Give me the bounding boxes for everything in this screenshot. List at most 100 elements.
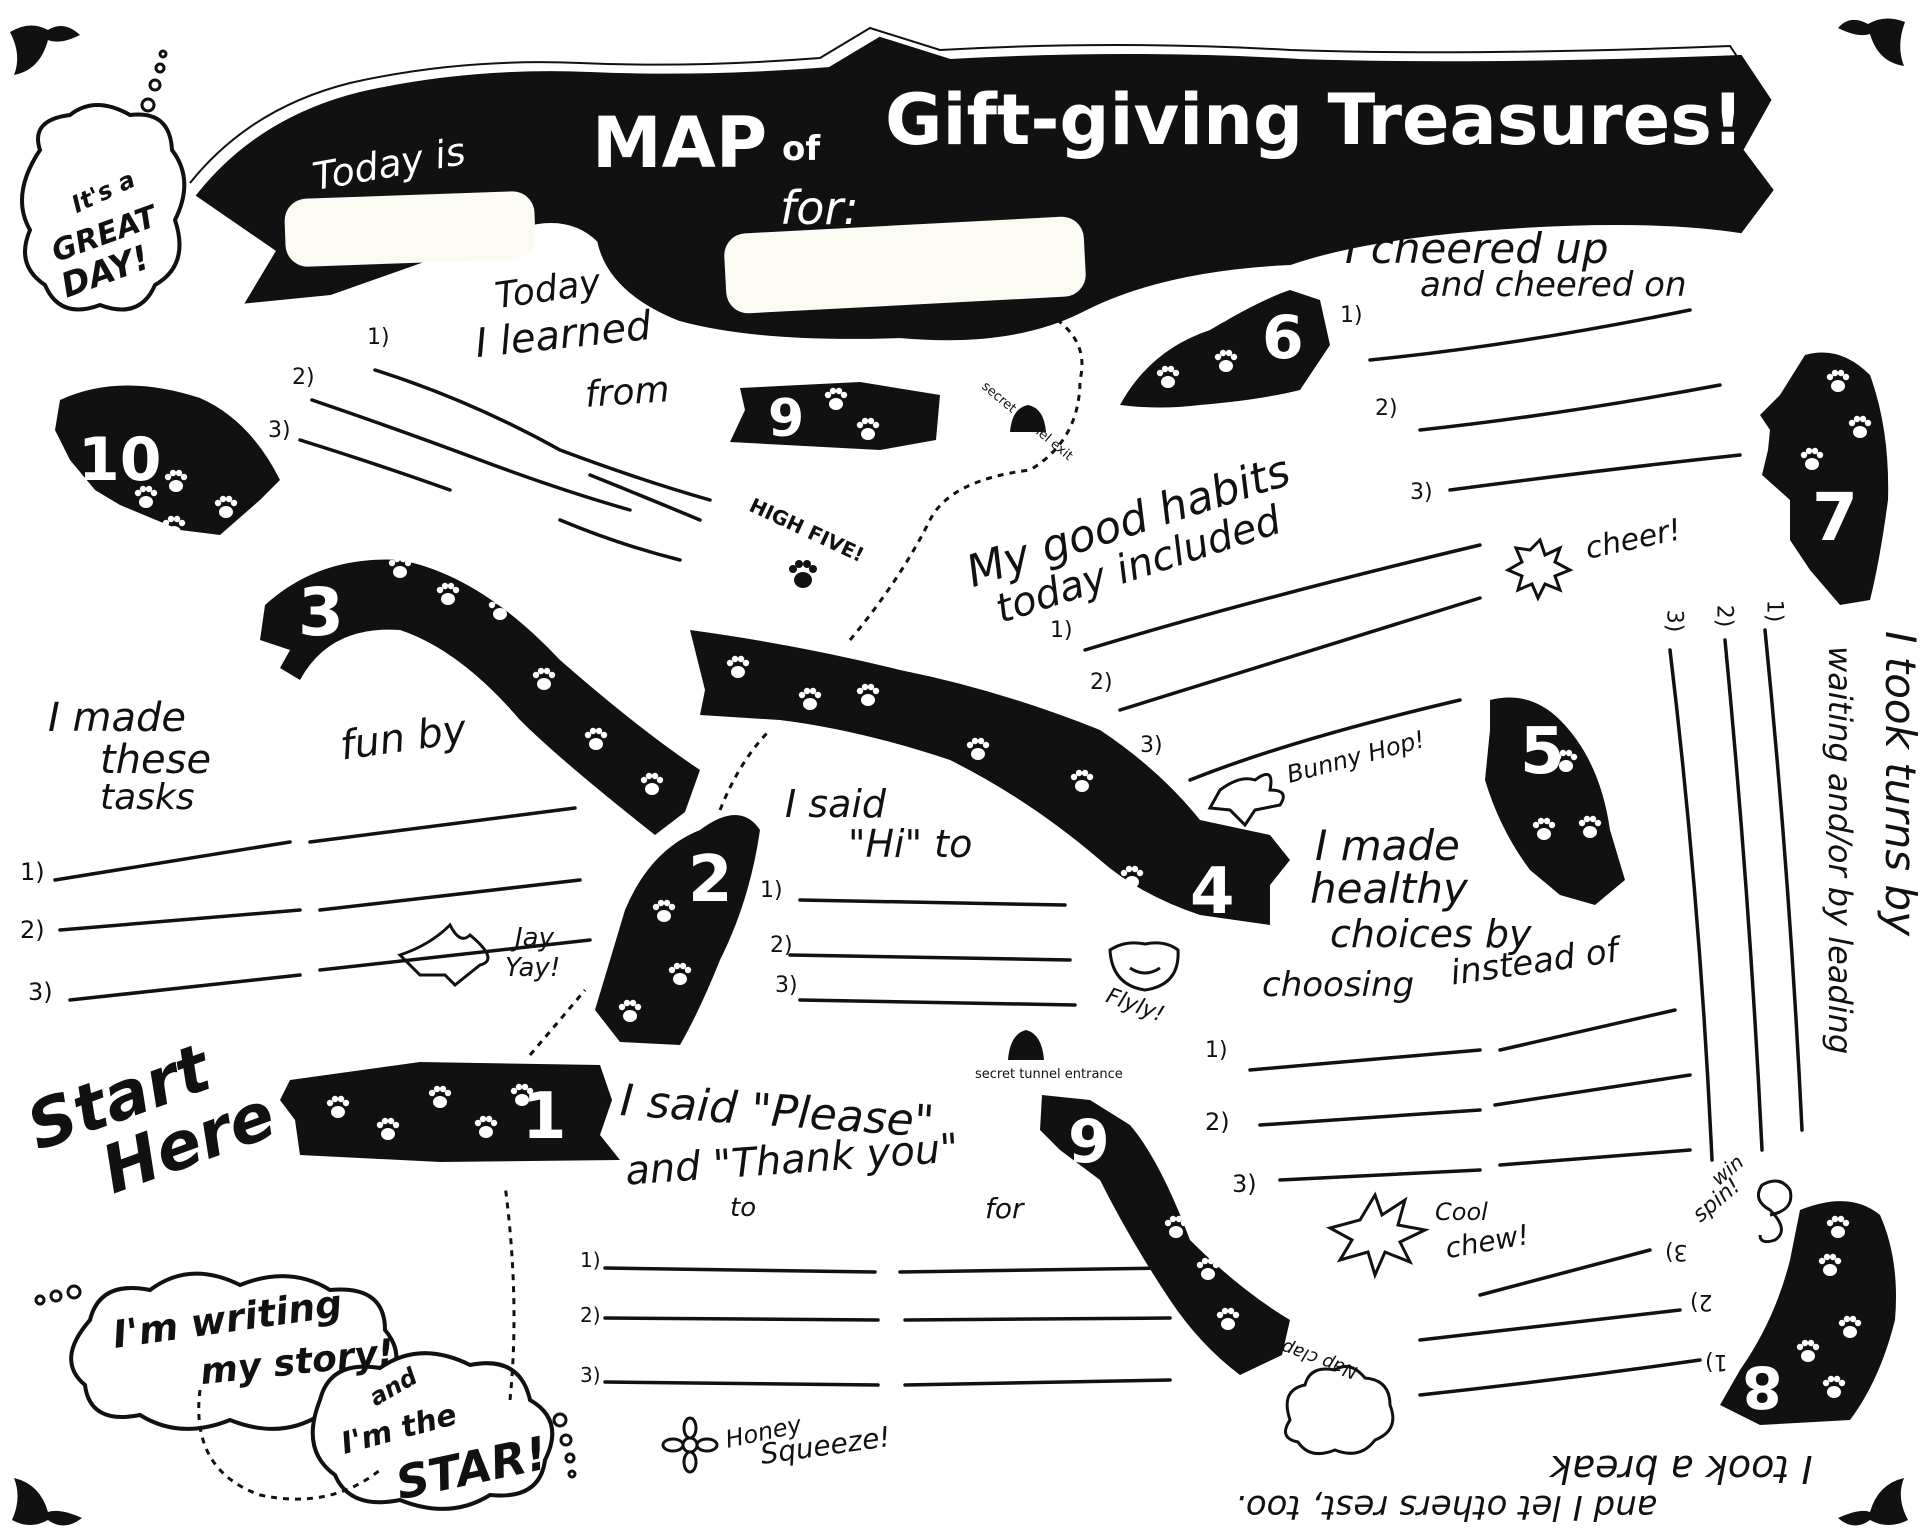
jay-label-1: Jay (515, 923, 554, 953)
cool-chew-burst-icon (1325, 1191, 1430, 1280)
patch-number-4: 4 (1190, 855, 1235, 929)
said-hi-line-1: I said (785, 782, 887, 826)
please-to-label: to (730, 1193, 757, 1223)
break-line-2: and I let others rest, too. (1235, 1487, 1658, 1527)
flyly-face-icon (1108, 941, 1180, 992)
thought-dots-right (552, 1412, 577, 1479)
cheered-line-1: I cheered up (1345, 224, 1609, 273)
tasks-line-2: these (100, 737, 212, 783)
num-habits-2: 2) (1090, 670, 1113, 695)
for-label: for: (780, 181, 859, 235)
healthy-line-1: I made (1315, 821, 1460, 870)
num-cheered-3: 3) (1410, 480, 1433, 505)
highfive-paw-icon (789, 560, 817, 588)
num-learned-3: 3) (268, 418, 291, 443)
num-cheered-1: 1) (1340, 303, 1363, 328)
healthy-line-2: healthy (1310, 864, 1468, 913)
jay-label-2: Yay! (505, 953, 561, 983)
corner-ornament-top-left (10, 25, 80, 75)
tunnel-entrance-icon (1008, 1030, 1044, 1060)
break-line-1: I took a break (1550, 1447, 1813, 1491)
banner-title-map: MAP (592, 102, 768, 184)
jay-bird-icon (397, 922, 490, 988)
path-trail (197, 313, 1084, 1501)
banner-title-rest: Gift-giving Treasures! (885, 79, 1744, 161)
num-tasks-1: 1) (20, 858, 45, 886)
patch-3 (260, 555, 700, 835)
num-tasks-3: 3) (28, 978, 53, 1006)
cheer-starburst-icon (1504, 537, 1574, 602)
num-turns-1: 1) (1761, 599, 1787, 623)
patch-2 (595, 815, 760, 1045)
patch-4 (690, 630, 1290, 925)
num-hi-1: 1) (760, 878, 783, 903)
num-break-3: 3) (1665, 1239, 1688, 1264)
patch-number-10: 10 (78, 425, 162, 495)
patch-8 (1720, 1201, 1896, 1425)
patch-10 (55, 385, 280, 538)
num-please-1: 1) (580, 1248, 601, 1272)
bunny-icon (1207, 772, 1285, 828)
patch-1 (280, 1062, 620, 1162)
patch-number-5: 5 (1520, 715, 1565, 789)
patch-number-1: 1 (522, 1080, 567, 1154)
patch-7 (1760, 352, 1889, 605)
banner-title-of: of (782, 129, 821, 169)
num-turns-3: 3) (1661, 609, 1687, 633)
num-habits-3: 3) (1140, 733, 1163, 758)
num-hi-3: 3) (775, 973, 798, 998)
patch-9-upper (730, 382, 940, 450)
num-break-1: 1) (1705, 1349, 1728, 1374)
corner-ornament-top-right (1838, 18, 1905, 67)
num-learned-2: 2) (292, 365, 315, 390)
num-hi-2: 2) (770, 933, 793, 958)
writing-lines (53, 308, 1804, 1397)
tasks-line-3: tasks (100, 777, 195, 818)
num-tasks-2: 2) (20, 916, 45, 944)
patch-number-8: 8 (1742, 1353, 1783, 1421)
tunnel-exit-icon (1010, 405, 1046, 432)
patch-5 (1485, 697, 1625, 905)
patch-number-6: 6 (1262, 303, 1304, 373)
cheered-line-2: and cheered on (1420, 265, 1687, 305)
please-for-label: for (985, 1192, 1024, 1225)
title-banner (189, 26, 1774, 341)
num-habits-1: 1) (1050, 618, 1073, 643)
num-healthy-3: 3) (1232, 1170, 1257, 1198)
tunnel-entrance-label: secret tunnel entrance (975, 1067, 1123, 1082)
patch-number-7: 7 (1812, 479, 1858, 556)
learned-line-3: from (583, 369, 671, 416)
num-cheered-2: 2) (1375, 396, 1398, 421)
patch-number-9-lower: 9 (1068, 1107, 1110, 1177)
said-hi-line-2: "Hi" to (848, 822, 973, 866)
great-day-bubble (20, 103, 187, 312)
num-learned-1: 1) (367, 325, 390, 350)
patch-6 (1120, 290, 1330, 408)
nap-clap-cloud-icon (1284, 1364, 1395, 1456)
patch-number-9-upper: 9 (768, 389, 805, 449)
patch-number-2: 2 (688, 843, 733, 917)
patch-number-3: 3 (298, 574, 344, 651)
num-healthy-2: 2) (1205, 1108, 1230, 1136)
num-healthy-1: 1) (1205, 1038, 1228, 1063)
coolchew-label-1: Cool (1435, 1198, 1488, 1226)
num-break-2: 2) (1690, 1289, 1713, 1314)
corner-ornament-bottom-right (1838, 1478, 1908, 1526)
turns-line-2: waiting and/or by leading (1821, 646, 1859, 1055)
today-date-field[interactable] (283, 190, 537, 268)
patch-9-lower (1040, 1095, 1290, 1375)
num-please-3: 3) (580, 1363, 601, 1387)
healthy-line-4: choosing (1262, 965, 1415, 1005)
num-please-2: 2) (580, 1303, 601, 1327)
corner-ornament-bottom-left (12, 1478, 82, 1526)
num-turns-2: 2) (1711, 604, 1737, 628)
tasks-line-1: I made (48, 695, 186, 741)
healthy-line-3: choices by (1330, 912, 1532, 956)
win-spin-swirl-icon (1756, 1179, 1793, 1244)
thought-dots-left (34, 1284, 82, 1306)
thought-dots-top (140, 49, 168, 113)
turns-line-1: I took turns by (1876, 631, 1920, 936)
honey-flower-icon (661, 1416, 719, 1474)
